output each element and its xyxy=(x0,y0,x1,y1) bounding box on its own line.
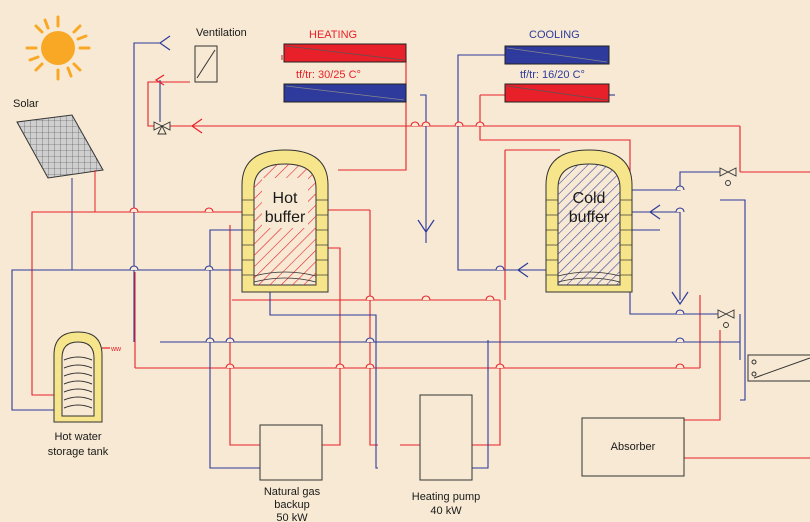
heating-radiator-bottom xyxy=(283,83,407,103)
gas-label-3: 50 kW xyxy=(276,512,308,522)
three-way-valve-top-right xyxy=(719,167,737,186)
cooling-panel-bottom xyxy=(504,83,610,103)
cooling-title: COOLING xyxy=(529,29,580,41)
three-way-valve-bottom-right xyxy=(717,309,735,328)
heating-temps: tf/tr: 30/25 C° xyxy=(296,69,361,81)
heating-pump xyxy=(419,394,473,481)
sun-icon xyxy=(25,15,91,81)
absorber-unit xyxy=(581,417,685,477)
heating-radiator-top xyxy=(283,43,407,63)
heating-title: HEATING xyxy=(309,29,357,41)
hot-buffer-label-1: Hot xyxy=(273,190,298,207)
right-heat-exchanger xyxy=(747,354,810,382)
cold-buffer-label-1: Cold xyxy=(573,190,606,207)
hot-water-storage-tank xyxy=(53,331,110,423)
three-way-valve-left xyxy=(153,121,171,135)
ventilation-unit xyxy=(194,45,218,83)
cooling-temps: tf/tr: 16/20 C° xyxy=(520,69,585,81)
pump-label-1: Heating pump xyxy=(412,491,481,503)
cold-buffer-tank xyxy=(545,149,633,293)
natural-gas-boiler xyxy=(259,424,323,481)
ventilation-label: Ventilation xyxy=(196,27,247,39)
absorber-label: Absorber xyxy=(611,441,656,453)
gas-label-2: backup xyxy=(274,499,309,511)
hot-water-label-1: Hot water xyxy=(54,431,101,443)
cold-buffer-label-2: buffer xyxy=(569,209,610,226)
pipe-crossings xyxy=(129,121,685,369)
flow-arrows xyxy=(154,35,689,306)
pump-label-2: 40 kW xyxy=(430,505,462,517)
cold-pipes xyxy=(11,42,746,469)
solar-label: Solar xyxy=(13,98,39,110)
cooling-panel-top xyxy=(504,45,610,65)
gas-label-1: Natural gas xyxy=(264,486,321,498)
hot-buffer-tank xyxy=(241,149,329,293)
hot-water-label-2: storage tank xyxy=(48,446,109,458)
hot-buffer-label-2: buffer xyxy=(265,209,306,226)
hot-pipes xyxy=(31,55,810,459)
solar-panel xyxy=(16,114,104,270)
heater-tag: ww xyxy=(110,346,122,353)
